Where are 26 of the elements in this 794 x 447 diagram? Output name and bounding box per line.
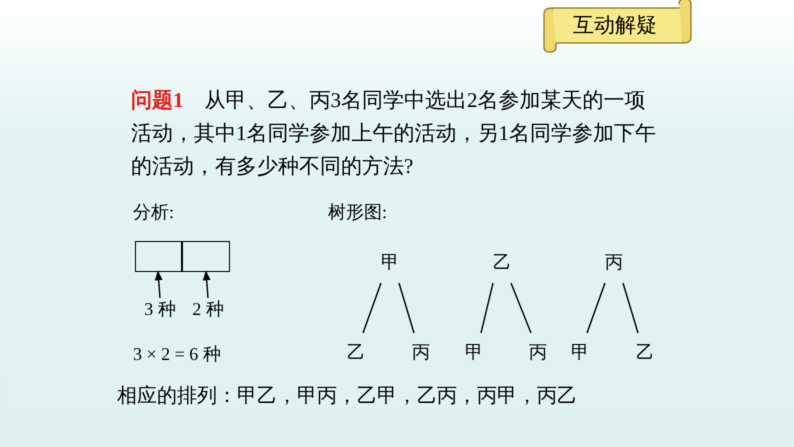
- analysis-heading: 分析:: [133, 201, 174, 224]
- tree-label: 乙: [633, 339, 657, 365]
- tree-label: 丙: [409, 339, 433, 365]
- question-text: 问题1 从甲、乙、丙3名同学中选出2名参加某天的一项活动，其中1名同学参加上午的活动，另1名同学参加下午的活动，有多少种不同的方法?: [131, 87, 657, 180]
- tree-label: 乙: [490, 249, 514, 275]
- tree-branch: [622, 282, 639, 334]
- equation: 3 × 2 = 6 种: [133, 343, 221, 366]
- tree-label: 丙: [602, 249, 626, 275]
- tree-branch: [510, 282, 532, 334]
- tree-label: 丙: [526, 339, 550, 365]
- tree-label: 乙: [344, 339, 368, 365]
- tree-label: 甲: [568, 339, 592, 365]
- tree-heading: 树形图:: [328, 201, 388, 224]
- tree-branch: [586, 282, 606, 334]
- tree-branch: [480, 282, 494, 334]
- arrangement-list: 相应的排列：甲乙，甲丙，乙甲，乙丙，丙甲，丙乙: [117, 382, 577, 409]
- arrow: [154, 270, 163, 298]
- count-label: 3 种: [138, 298, 182, 320]
- tree-label: 甲: [378, 249, 402, 275]
- answer-cell: [134, 240, 182, 272]
- tree-branch: [398, 282, 415, 334]
- arrow: [202, 270, 211, 298]
- tree-label: 甲: [462, 339, 486, 365]
- tree-branch: [362, 282, 382, 334]
- answer-cell: [182, 240, 230, 272]
- count-label: 2 种: [186, 298, 230, 320]
